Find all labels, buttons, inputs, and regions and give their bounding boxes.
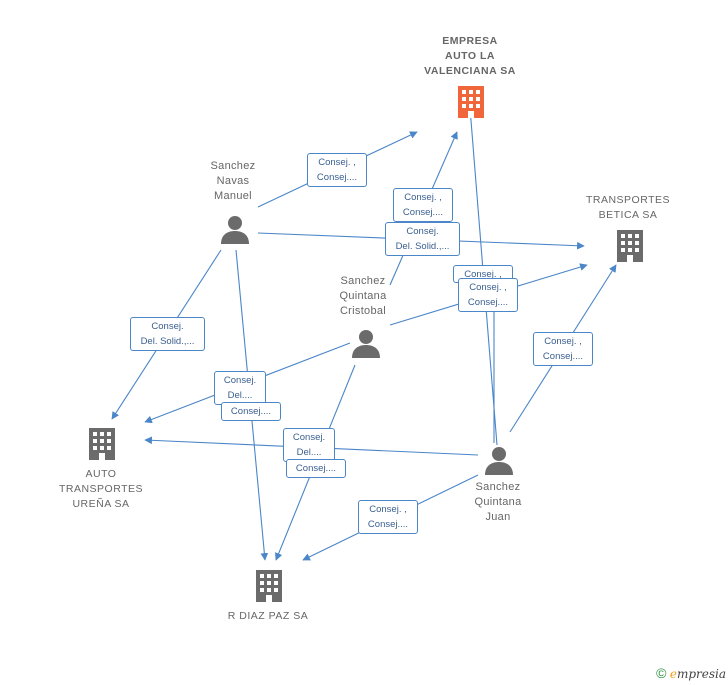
empresa-auto-la-valenciana-building-icon[interactable] [455, 84, 487, 125]
edge-label-juan-urena-b[interactable]: Consej.... [286, 459, 346, 478]
sanchez-quintana-juan-person-icon[interactable] [484, 446, 514, 481]
person-icon [352, 330, 380, 358]
edge-label-cristobal-empresa[interactable]: Consej. , Consej.... [393, 188, 453, 222]
node-label-sanchez-quintana-cristobal[interactable]: Sanchez Quintana Cristobal [339, 275, 387, 317]
building-icon [256, 570, 282, 602]
person-icon [485, 447, 513, 475]
sanchez-navas-manuel-person-icon[interactable] [220, 215, 250, 250]
edge-label-juan-betica-b[interactable]: Consej. , Consej.... [458, 278, 518, 312]
node-label-r-diaz-paz[interactable]: R DIAZ PAZ SA [227, 610, 309, 622]
r-diaz-paz-building-icon[interactable] [253, 568, 285, 609]
edge-label-navas-empresa[interactable]: Consej. , Consej.... [307, 153, 367, 187]
building-icon [89, 428, 115, 460]
building-icon [617, 230, 643, 262]
brand-logo-e: e [669, 667, 677, 681]
footer-copyright: © empresia [656, 665, 726, 681]
building-icon [458, 86, 484, 118]
node-label-auto-transportes-urena[interactable]: AUTO TRANSPORTES UREÑA SA [58, 468, 144, 510]
edge-label-navas-urena[interactable]: Consej. Del. Solid.,... [130, 317, 205, 351]
brand-logo-text: mpresia [676, 667, 726, 681]
node-label-transportes-betica[interactable]: TRANSPORTES BETICA SA [585, 194, 671, 221]
edge-label-cristobal-urena-b[interactable]: Consej.... [221, 402, 281, 421]
node-label-empresa-auto-la-valenciana[interactable]: EMPRESA AUTO LA VALENCIANA SA [424, 35, 516, 77]
person-icon [221, 216, 249, 244]
copyright-icon: © [656, 665, 667, 681]
transportes-betica-building-icon[interactable] [614, 228, 646, 269]
edge-label-navas-betica[interactable]: Consej. Del. Solid.,... [385, 222, 460, 256]
edge-label-juan-betica-c[interactable]: Consej. , Consej.... [533, 332, 593, 366]
node-label-sanchez-quintana-juan[interactable]: Sanchez Quintana Juan [474, 481, 522, 523]
node-label-sanchez-navas-manuel[interactable]: Sanchez Navas Manuel [210, 160, 256, 202]
auto-transportes-urena-building-icon[interactable] [86, 426, 118, 467]
edge-label-juan-rdiaz[interactable]: Consej. , Consej.... [358, 500, 418, 534]
edge-label-cristobal-urena-a[interactable]: Consej. Del.... [214, 371, 266, 405]
sanchez-quintana-cristobal-person-icon[interactable] [351, 329, 381, 364]
edge-label-juan-urena-a[interactable]: Consej. Del.... [283, 428, 335, 462]
